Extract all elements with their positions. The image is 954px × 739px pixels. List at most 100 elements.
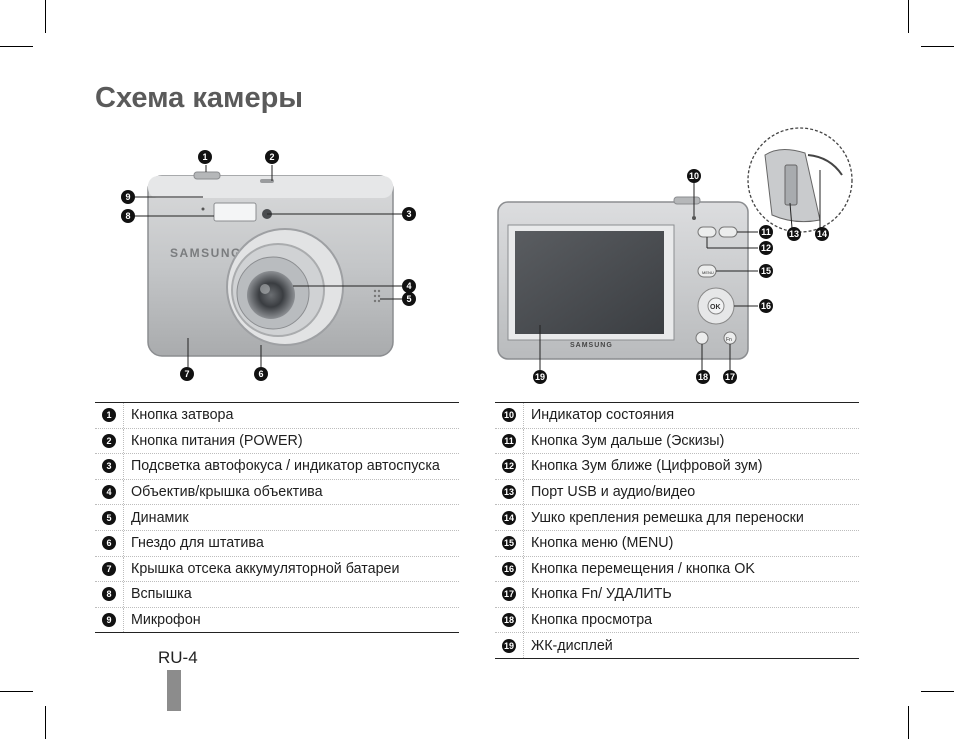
row-number-badge: 10 (502, 408, 516, 423)
camera-front-illustration: SAMSUNG (134, 165, 402, 367)
row-number-cell: 1 (95, 403, 124, 428)
row-number-badge: 13 (502, 485, 516, 500)
row-number-cell: 10 (495, 403, 524, 428)
crop-mark (908, 0, 909, 33)
row-number-cell: 15 (495, 530, 524, 556)
callout-15: 15 (759, 264, 773, 278)
row-number-badge: 9 (102, 613, 116, 628)
row-label: Кнопка просмотра (531, 612, 653, 629)
table-row: 9 Микрофон (95, 607, 459, 634)
crop-mark (0, 46, 33, 47)
table-row: 17 Кнопка Fn/ УДАЛИТЬ (495, 582, 859, 608)
table-row: 11 Кнопка Зум дальше (Эскизы) (495, 428, 859, 455)
table-row: 8 Вспышка (95, 582, 459, 608)
camera-back-illustration: SAMSUNG MENU OK Fn (497, 127, 853, 370)
page-number: RU-4 (158, 648, 198, 667)
table-row: 19 ЖК-дисплей (495, 633, 859, 659)
row-number-cell: 2 (95, 428, 124, 454)
page-tab-bar (167, 670, 181, 711)
row-label: Вспышка (131, 586, 192, 603)
callout-18: 18 (696, 370, 710, 384)
callout-6: 6 (254, 367, 268, 381)
callout-9: 9 (121, 190, 135, 204)
row-number-cell: 17 (495, 582, 524, 607)
table-row: 5 Динамик (95, 505, 459, 531)
callout-14: 14 (815, 227, 829, 241)
row-label: ЖК-дисплей (531, 637, 613, 654)
callout-10: 10 (687, 169, 701, 183)
row-number-badge: 19 (502, 638, 516, 653)
row-number-badge: 4 (102, 485, 116, 500)
row-number-badge: 11 (502, 433, 516, 448)
row-label: Динамик (131, 509, 189, 526)
row-label: Микрофон (131, 612, 201, 629)
row-label: Объектив/крышка объектива (131, 484, 323, 501)
row-number-cell: 13 (495, 479, 524, 505)
row-label: Кнопка Зум ближе (Цифровой зум) (531, 458, 763, 475)
callout-7: 7 (180, 367, 194, 381)
callout-4: 4 (402, 279, 416, 293)
row-number-badge: 5 (102, 510, 116, 525)
row-number-badge: 18 (502, 613, 516, 628)
row-number-badge: 16 (502, 561, 516, 576)
row-label: Кнопка Fn/ УДАЛИТЬ (531, 586, 672, 603)
row-number-cell: 8 (95, 582, 124, 607)
row-number-cell: 12 (495, 454, 524, 479)
row-label: Кнопка Зум дальше (Эскизы) (531, 432, 725, 449)
page-title: Схема камеры (95, 82, 304, 114)
table-row: 3 Подсветка автофокуса / индикатор автосп… (95, 454, 459, 480)
row-number-badge: 3 (102, 459, 116, 474)
callout-8: 8 (121, 209, 135, 223)
crop-mark (921, 691, 954, 692)
table-row: 12 Кнопка Зум ближе (Цифровой зум) (495, 454, 859, 480)
row-number-cell: 11 (495, 428, 524, 454)
callout-16: 16 (759, 299, 773, 313)
crop-mark (921, 46, 954, 47)
row-label: Подсветка автофокуса / индикатор автоспу… (131, 458, 440, 475)
row-number-cell: 5 (95, 505, 124, 530)
row-number-badge: 15 (502, 536, 516, 551)
table-row: 18 Кнопка просмотра (495, 607, 859, 634)
row-label: Порт USB и аудио/видео (531, 484, 696, 501)
table-row: 2 Кнопка питания (POWER) (95, 428, 459, 455)
parts-table-back: 10 Индикатор состояния 11 Кнопка Зум дальше… (495, 402, 859, 659)
row-label: Ушко крепления ремешка для переноски (531, 509, 804, 526)
row-number-cell: 4 (95, 479, 124, 505)
brand-logo: SAMSUNG (170, 246, 242, 260)
crop-mark (0, 691, 33, 692)
row-number-cell: 7 (95, 556, 124, 582)
svg-text:MENU: MENU (702, 270, 714, 275)
row-number-badge: 1 (102, 408, 116, 423)
row-number-badge: 17 (502, 587, 516, 602)
table-row: 7 Крышка отсека аккумуляторной батареи (95, 556, 459, 583)
callout-2: 2 (265, 150, 279, 164)
row-number-cell: 19 (495, 633, 524, 658)
table-row: 15 Кнопка меню (MENU) (495, 530, 859, 557)
brand-logo-back: SAMSUNG (570, 342, 613, 349)
callout-3: 3 (402, 207, 416, 221)
callout-12: 12 (759, 241, 773, 255)
svg-text:OK: OK (710, 304, 721, 311)
table-row: 4 Объектив/крышка объектива (95, 479, 459, 506)
callout-19: 19 (533, 370, 547, 384)
row-label: Крышка отсека аккумуляторной батареи (131, 560, 400, 577)
crop-mark (908, 706, 909, 739)
callout-11: 11 (759, 225, 773, 239)
table-row: 1 Кнопка затвора (95, 403, 459, 429)
row-number-badge: 2 (102, 433, 116, 448)
row-label: Гнездо для штатива (131, 535, 264, 552)
row-number-badge: 8 (102, 587, 116, 602)
table-row: 10 Индикатор состояния (495, 403, 859, 429)
crop-mark (45, 706, 46, 739)
row-number-badge: 7 (102, 561, 116, 576)
callout-13: 13 (787, 227, 801, 241)
row-label: Кнопка питания (POWER) (131, 432, 303, 449)
row-label: Кнопка затвора (131, 407, 234, 424)
row-label: Кнопка меню (MENU) (531, 535, 674, 552)
row-label: Индикатор состояния (531, 407, 675, 424)
crop-mark (45, 0, 46, 33)
